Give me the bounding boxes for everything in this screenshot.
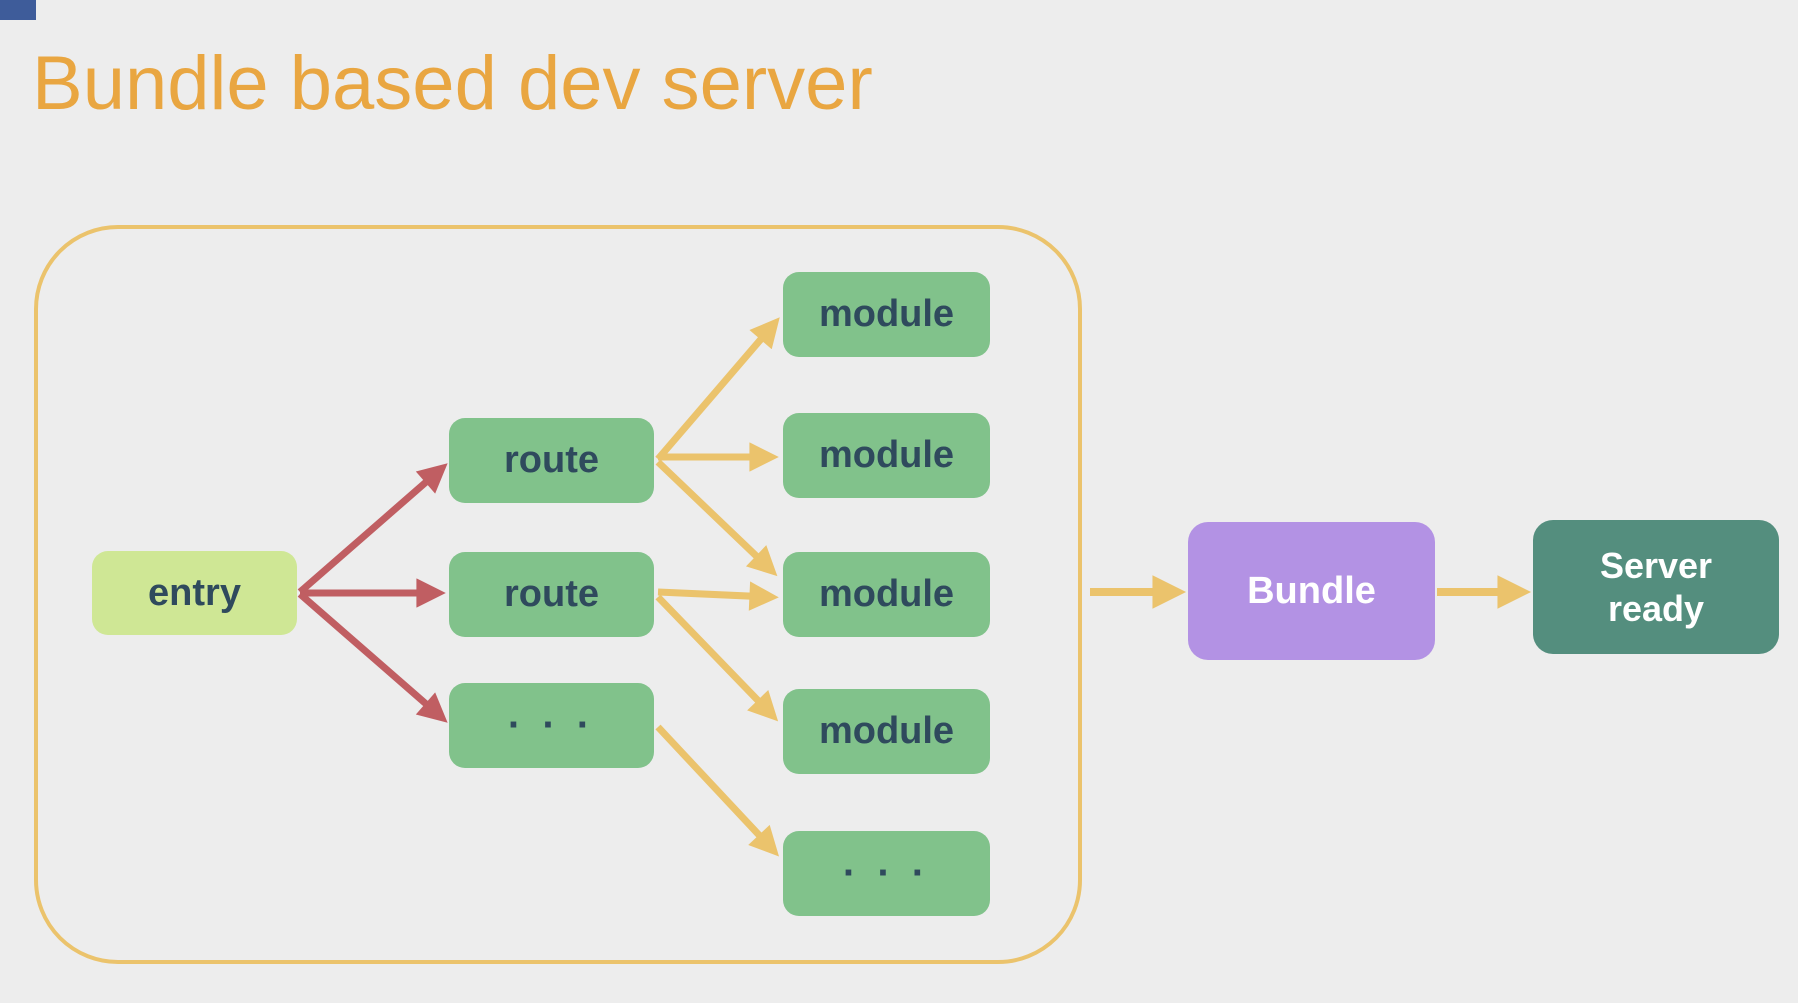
node-server-ready-label: Server ready xyxy=(1599,544,1713,629)
node-server-ready: Server ready xyxy=(1533,520,1779,654)
node-route-2: route xyxy=(449,552,654,637)
top-left-fragment xyxy=(0,0,36,20)
node-module-3-label: module xyxy=(818,573,955,615)
node-entry: entry xyxy=(92,551,297,635)
node-module-4-label: module xyxy=(818,710,955,752)
node-module-2: module xyxy=(783,413,990,498)
diagram-title: Bundle based dev server xyxy=(32,41,873,126)
node-module-ellipsis: · · · xyxy=(783,831,990,916)
node-route-1: route xyxy=(449,418,654,503)
dev-server-boundary-box xyxy=(34,225,1082,964)
node-module-3: module xyxy=(783,552,990,637)
node-module-4: module xyxy=(783,689,990,774)
node-module-2-label: module xyxy=(818,434,955,476)
node-route-2-label: route xyxy=(504,573,599,615)
node-module-1-label: module xyxy=(818,293,955,335)
node-route-ellipsis-label: · · · xyxy=(507,703,596,747)
node-module-ellipsis-label: · · · xyxy=(842,851,931,895)
node-module-1: module xyxy=(783,272,990,357)
node-route-ellipsis: · · · xyxy=(449,683,654,768)
node-entry-label: entry xyxy=(148,571,241,614)
node-bundle: Bundle xyxy=(1188,522,1435,660)
node-route-1-label: route xyxy=(504,439,599,481)
node-bundle-label: Bundle xyxy=(1247,569,1376,612)
